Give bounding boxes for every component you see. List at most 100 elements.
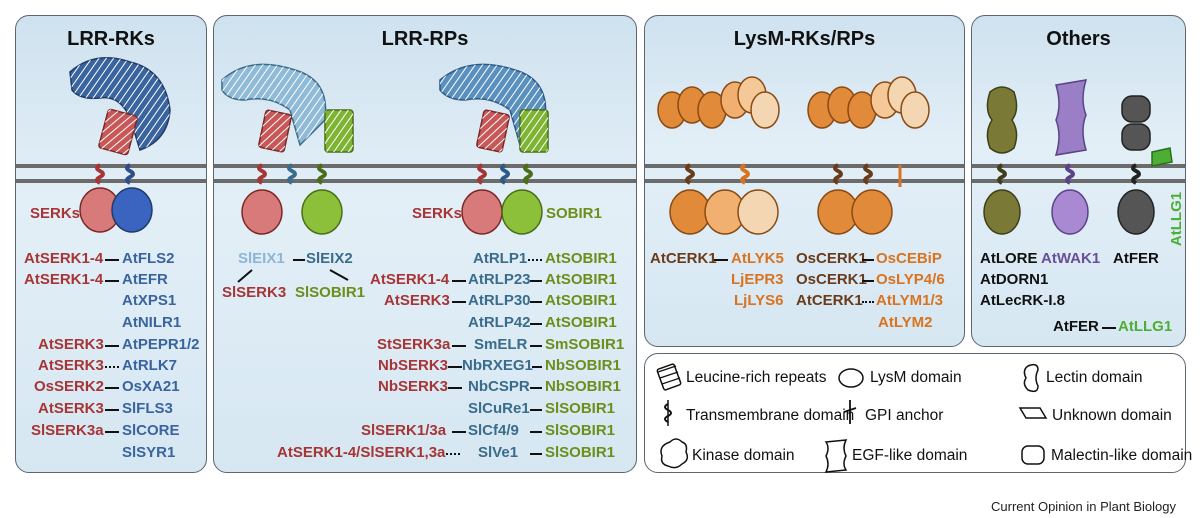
lectin-legend-icon bbox=[1023, 363, 1039, 393]
lrr-rp-eix-complex-icon bbox=[221, 63, 354, 235]
panel-title-lysm: LysM-RKs/RPs bbox=[733, 28, 876, 50]
lrr-rp-left-5: NbSERK3 bbox=[378, 357, 449, 374]
lrr-legend-icon bbox=[656, 363, 682, 391]
lysm-col2-left-2: AtCERK1 bbox=[796, 292, 863, 309]
lrr-rk-right-1: AtEFR bbox=[122, 271, 168, 288]
lrr-rp-right-7: SlSOBIR1 bbox=[545, 400, 616, 417]
pair-connector bbox=[530, 387, 542, 389]
membrane-lrr-rks bbox=[16, 164, 206, 183]
lore-receptor-icon bbox=[983, 86, 1021, 235]
others-fer: AtFER bbox=[1113, 250, 1159, 267]
others-llg1-vertical: AtLLG1 bbox=[1168, 191, 1186, 247]
lrr-rp-right-9: SlSOBIR1 bbox=[545, 444, 616, 461]
lrr-rp-eix1: SlEIX1 bbox=[238, 250, 285, 267]
lrr-rp-mid-1: AtRLP23 bbox=[468, 271, 531, 288]
others-lecrk: AtLecRK-I.8 bbox=[980, 292, 1066, 309]
lrr-rk-right-6: OsXA21 bbox=[122, 378, 180, 395]
lrr-rk-right-0: AtFLS2 bbox=[122, 250, 175, 267]
lrr-rks-serks-label: SERKs bbox=[30, 205, 81, 222]
lysm-col1-right-0: AtLYK5 bbox=[731, 250, 784, 267]
others-fer2: AtFER bbox=[1053, 318, 1099, 335]
lrr-rp-sobir1-label: SOBIR1 bbox=[546, 205, 602, 222]
legend-lysm-label: LysM domain bbox=[870, 369, 962, 386]
lrr-rp-right-4: SmSOBIR1 bbox=[545, 336, 625, 353]
transmembrane-legend-icon bbox=[664, 400, 672, 426]
pair-connector bbox=[530, 431, 542, 433]
pair-connector bbox=[105, 431, 119, 433]
pair-connector bbox=[530, 301, 542, 303]
lrr-rp-mid-5: NbRXEG1 bbox=[462, 357, 533, 374]
lrr-rk-left-4: AtSERK3 bbox=[38, 336, 104, 353]
others-dorn1: AtDORN1 bbox=[980, 271, 1049, 288]
lrr-rp-eix2: SlEIX2 bbox=[306, 250, 353, 267]
lrr-rk-right-8: SlCORE bbox=[122, 422, 180, 439]
pair-connector bbox=[448, 387, 462, 389]
lrr-rp-right-6: NbSOBIR1 bbox=[545, 378, 621, 395]
membrane-others bbox=[972, 164, 1185, 183]
lrr-rp-right-8: SlSOBIR1 bbox=[545, 422, 616, 439]
lrr-rp-serks-label: SERKs bbox=[412, 205, 463, 222]
others-wak1: AtWAK1 bbox=[1041, 250, 1101, 267]
pair-connector bbox=[862, 280, 874, 282]
pair-connector-dotted bbox=[862, 301, 874, 303]
lrr-rp-mid-0: AtRLP1 bbox=[473, 250, 528, 267]
wak1-receptor-icon bbox=[1051, 79, 1089, 235]
lysm-col1-right-1: LjEPR3 bbox=[731, 271, 784, 288]
unknown-legend-icon bbox=[1018, 407, 1048, 419]
pair-connector bbox=[530, 323, 542, 325]
lrr-rp-right-3: AtSOBIR1 bbox=[545, 314, 617, 331]
lrr-rk-complex-icon bbox=[69, 57, 171, 233]
lysm-col2-right-2: AtLYM1/3 bbox=[876, 292, 943, 309]
pair-connector bbox=[1102, 327, 1116, 329]
legend-unknown-label: Unknown domain bbox=[1052, 407, 1172, 424]
lysm-col1-right-2: LjLYS6 bbox=[734, 292, 784, 309]
legend-malectin-label: Malectin-like domain bbox=[1051, 447, 1193, 464]
lrr-rp-left-4: StSERK3a bbox=[377, 336, 451, 353]
lrr-rp-right-0: AtSOBIR1 bbox=[545, 250, 617, 267]
pair-connector bbox=[714, 259, 728, 261]
lrr-rk-right-9: SlSYR1 bbox=[122, 444, 176, 461]
lrr-rp-sobir1-left: SlSOBIR1 bbox=[295, 284, 366, 301]
lrr-rp-mid-3: AtRLP42 bbox=[468, 314, 531, 331]
pair-connector-dotted bbox=[446, 453, 460, 455]
lrr-rp-left-2: AtSERK3 bbox=[384, 292, 450, 309]
lrr-rp-left-9: AtSERK1-4/SlSERK1,3a bbox=[277, 444, 446, 461]
legend-tm-label: Transmembrane domain bbox=[686, 407, 855, 424]
lrr-rk-left-6: OsSERK2 bbox=[34, 378, 105, 395]
lrr-rk-right-2: AtXPS1 bbox=[122, 292, 177, 309]
lysm-col1-left-0: AtCERK1 bbox=[650, 250, 717, 267]
legend-lectin-label: Lectin domain bbox=[1046, 369, 1143, 386]
lrr-rp-left-6: NbSERK3 bbox=[378, 378, 449, 395]
pair-connector bbox=[452, 431, 466, 433]
lrr-rp-mid-6: NbCSPR bbox=[468, 378, 530, 395]
gpi-legend-icon bbox=[843, 400, 857, 424]
journal-credit: Current Opinion in Plant Biology bbox=[991, 499, 1176, 514]
lrr-rp-mid-4: SmELR bbox=[474, 336, 528, 353]
pair-connector bbox=[530, 453, 542, 455]
lysm-col2-right-3: AtLYM2 bbox=[878, 314, 933, 331]
lrr-rp-left-1: AtSERK1-4 bbox=[370, 271, 450, 288]
lrr-rk-left-1: AtSERK1-4 bbox=[24, 271, 104, 288]
lrr-rk-left-5: AtSERK3 bbox=[38, 357, 104, 374]
pair-connector bbox=[530, 280, 542, 282]
pair-connector bbox=[452, 345, 466, 347]
legend-lrr-label: Leucine-rich repeats bbox=[686, 369, 827, 386]
lysm-complex-2-icon bbox=[807, 76, 930, 235]
pair-connector-dotted bbox=[528, 259, 542, 261]
lrr-rp-sobir-complex-icon bbox=[439, 63, 549, 235]
lrr-rp-right-5: NbSOBIR1 bbox=[545, 357, 621, 374]
pair-connector bbox=[530, 409, 542, 411]
legend-egf-label: EGF-like domain bbox=[852, 447, 968, 464]
lrr-rk-left-7: AtSERK3 bbox=[38, 400, 104, 417]
pair-connector bbox=[293, 259, 305, 261]
panel-title-lrr-rps: LRR-RPs bbox=[381, 28, 469, 50]
fer-receptor-icon bbox=[1117, 95, 1173, 235]
egf-legend-icon bbox=[824, 439, 848, 473]
lysm-legend-icon bbox=[838, 368, 864, 388]
pair-connector bbox=[448, 366, 462, 368]
lrr-rk-right-3: AtNILR1 bbox=[122, 314, 182, 331]
lrr-rp-mid-9: SlVe1 bbox=[478, 444, 519, 461]
lrr-rk-right-4: AtPEPR1/2 bbox=[122, 336, 200, 353]
